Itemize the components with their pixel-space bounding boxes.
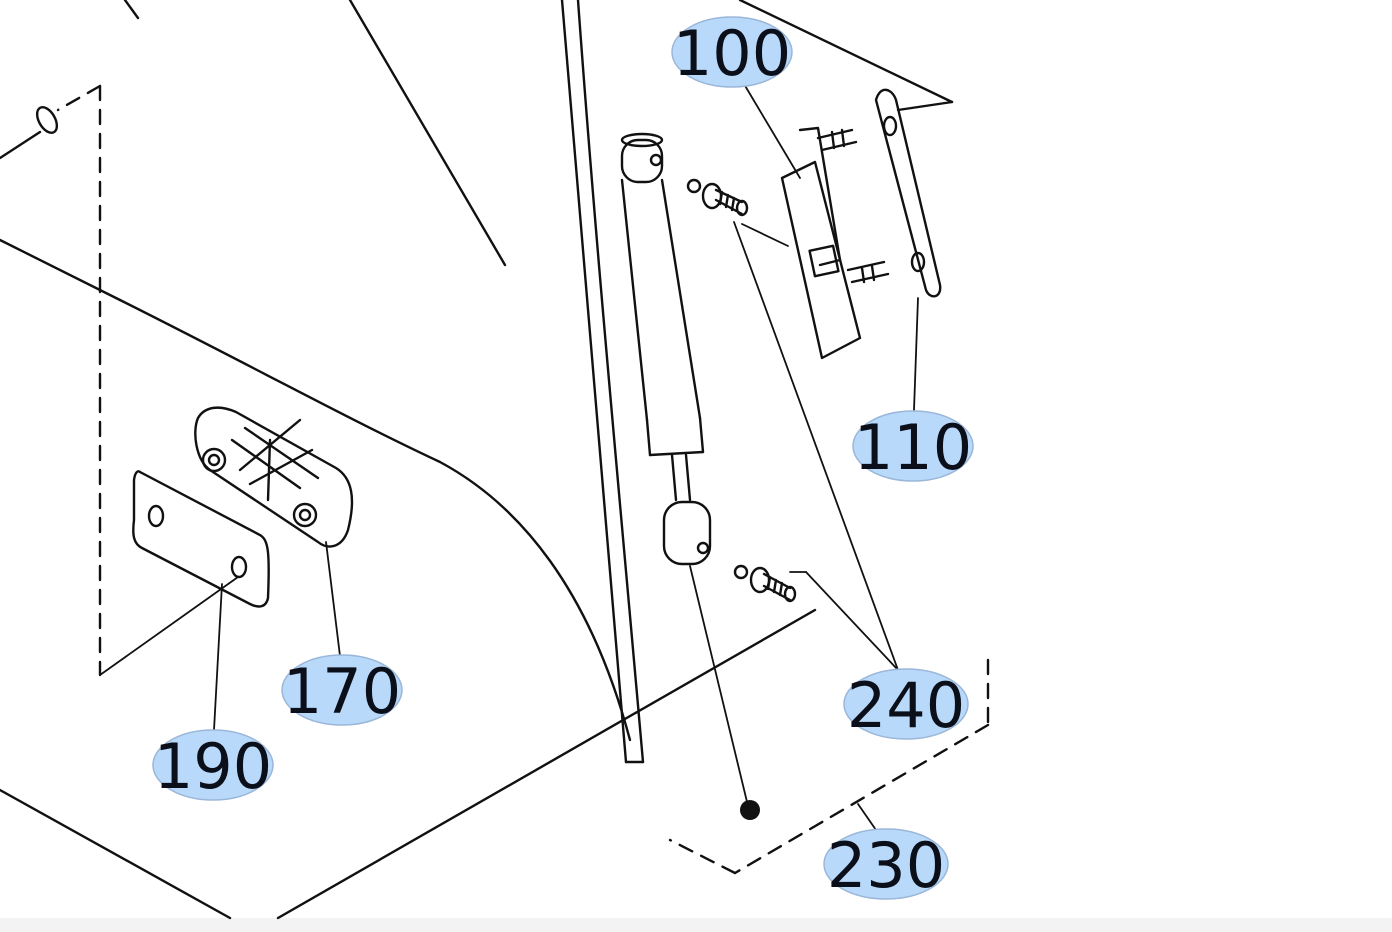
body-panel [0,0,954,920]
callout-170-label: 170 [283,655,401,728]
dashed-reference-lines [56,84,990,875]
door-edge [560,0,645,764]
callout-230-label: 230 [827,829,945,902]
callout-240[interactable]: 240 [843,668,969,742]
callout-110-label: 110 [854,411,972,484]
callout-240-label: 240 [847,669,965,742]
hinge-bracket [780,126,890,360]
callout-110[interactable]: 110 [852,410,974,484]
callout-230[interactable]: 230 [823,828,949,902]
bolt-lower [733,564,797,603]
callout-170[interactable]: 170 [281,654,403,728]
leader-lines [99,83,919,831]
gas-strut [620,132,712,566]
cover-plate [132,470,270,608]
backing-plate [874,88,942,298]
bolt-upper [686,178,749,217]
bottom-strip [0,918,1392,932]
callout-100-label: 100 [673,17,791,90]
callout-100[interactable]: 100 [671,16,793,90]
pivot-point [740,800,760,820]
callout-190-label: 190 [154,730,272,803]
rubber-block [194,406,354,548]
callout-190[interactable]: 190 [152,729,274,803]
